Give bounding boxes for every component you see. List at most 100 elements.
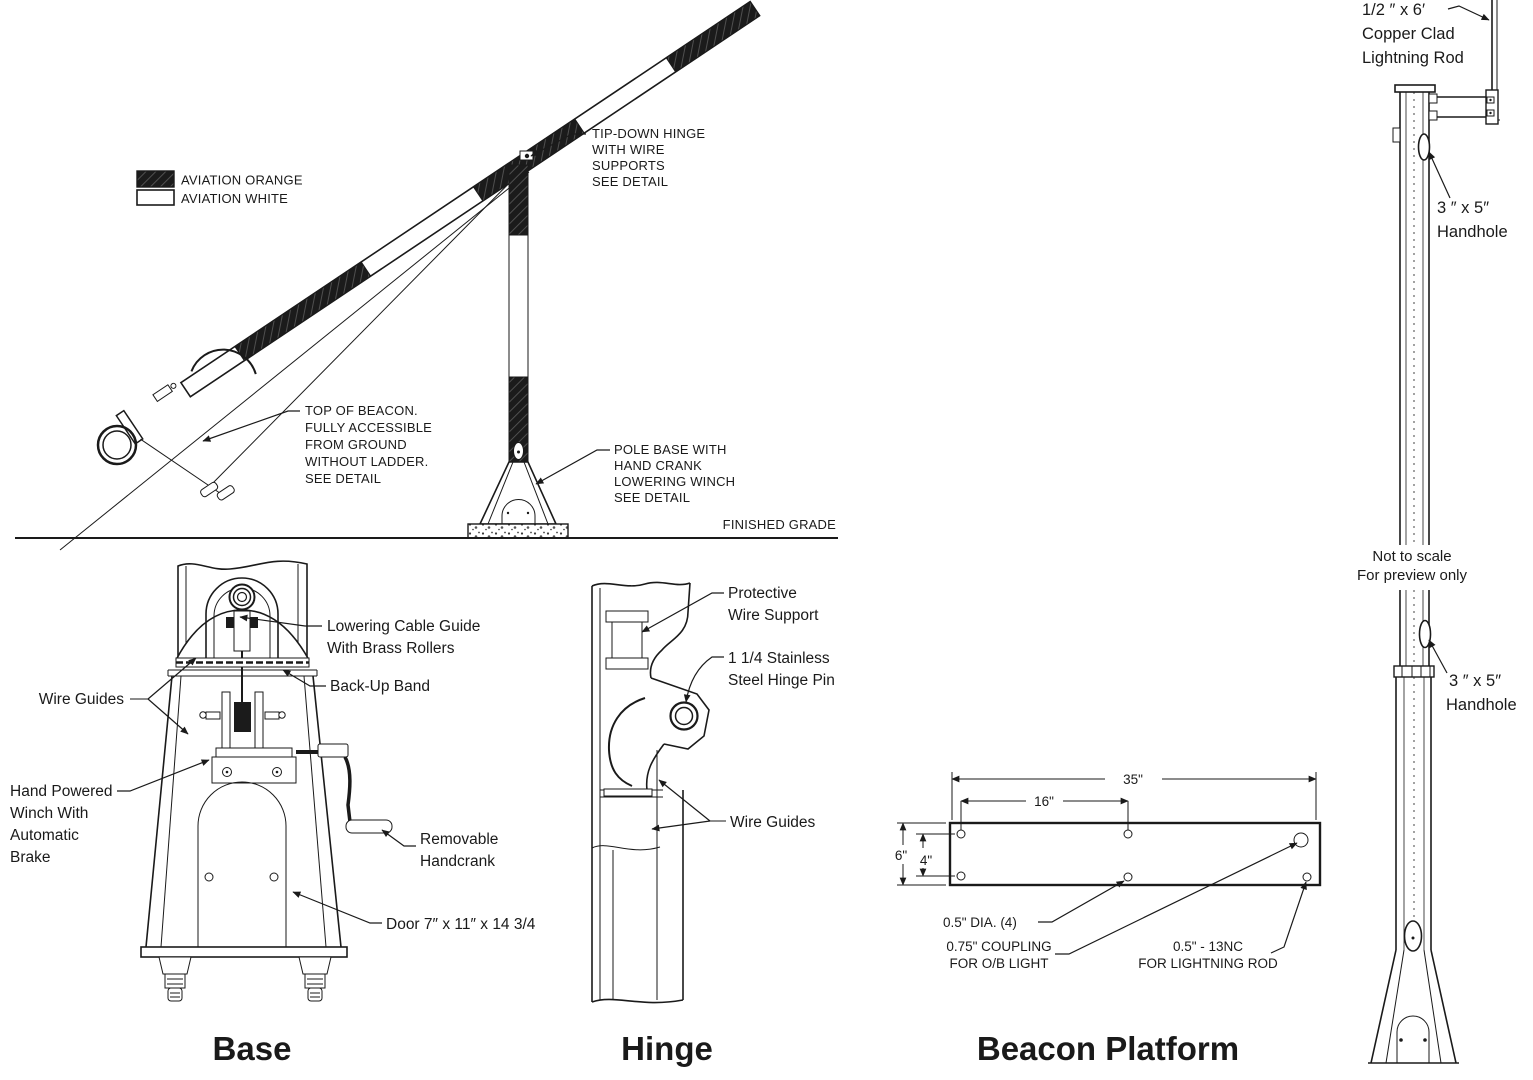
label-hinge-pin: 1 1/4 Stainless Steel Hinge Pin: [683, 650, 835, 703]
mid-break-line: [591, 845, 661, 851]
taper-inner-left: [160, 675, 182, 948]
label-text: 1 1/4 Stainless: [728, 650, 830, 667]
handhole-upper: [1417, 133, 1431, 161]
rod-bracket: [1428, 89, 1499, 125]
label-text: Handcrank: [420, 853, 495, 870]
winch-base-plate: [215, 747, 293, 758]
bolt-dot: [1489, 111, 1492, 115]
hinge-pivot-pin: [524, 153, 530, 159]
callout-text: POLE BASE WITH: [614, 442, 727, 457]
dim-text: 6": [895, 848, 908, 863]
dim-4: 4": [916, 833, 955, 877]
anchor-bolt-right: [298, 956, 332, 1002]
label-text: 0.75" COUPLING: [946, 939, 1051, 954]
label-door: Door 7″ x 11″ x 14 3/4: [292, 891, 536, 933]
label-text: FOR O/B LIGHT: [949, 956, 1048, 971]
label-text: Back-Up Band: [330, 678, 430, 695]
leader-line: [282, 669, 326, 687]
leader-line: [530, 133, 586, 157]
anchor-stud: [164, 973, 186, 989]
crank-grip: [317, 743, 349, 758]
beacon-collar: [115, 409, 144, 445]
pole-edge-right-upper: [649, 582, 691, 679]
label-text: Removable: [420, 831, 498, 848]
taper-inner-right: [303, 675, 327, 948]
hand-crank: [296, 743, 393, 834]
crank-arm: [343, 756, 352, 823]
leader-line: [1038, 880, 1125, 923]
white-band: [508, 234, 529, 378]
lower-pole: [467, 164, 569, 539]
platform-plate: [948, 821, 1322, 887]
base-door-arch: [501, 499, 536, 524]
dim-16: 16": [960, 794, 1129, 830]
platform-detail-view: 35" 16" 6" 4" 0.5" DIA.: [895, 772, 1322, 1067]
axle-right: [264, 711, 280, 720]
label-text: 0.5" DIA. (4): [943, 915, 1017, 930]
beacon-bolt: [200, 481, 219, 498]
label-hand-powered-winch: Hand Powered Winch With Automatic Brake: [10, 759, 210, 866]
leader-line: [535, 449, 610, 485]
platform-title: Beacon Platform: [977, 1030, 1239, 1067]
leader-line: [1428, 639, 1448, 674]
label-back-up-band: Back-Up Band: [282, 669, 430, 695]
anchor-nut: [298, 956, 332, 975]
anchor-tip: [307, 987, 323, 1002]
color-legend: AVIATION ORANGE AVIATION WHITE: [136, 170, 303, 206]
beacon-lens-ring-inner: [102, 430, 132, 460]
label-text: Handhole: [1437, 223, 1508, 241]
full-pole-view: 1/2 ″ x 6′ Copper Clad Lightning Rod: [1357, 0, 1517, 1064]
aviation-orange-swatch: [136, 170, 175, 188]
mount-bolt-dot: [275, 770, 279, 774]
callout-text: SEE DETAIL: [614, 490, 690, 505]
wire-guide-curve-2: [645, 743, 665, 791]
label-coupling: 0.75" COUPLING FOR O/B LIGHT: [946, 842, 1298, 971]
label-text: Lowering Cable Guide: [327, 618, 480, 635]
axle-left: [205, 711, 221, 720]
rod-mount: [1485, 89, 1499, 125]
callout-tip-down-hinge: TIP-DOWN HINGE WITH WIRE SUPPORTS SEE DE…: [530, 126, 705, 189]
label-text: Wire Support: [728, 607, 819, 624]
cable-eye: [170, 382, 177, 389]
base-door-outline: [197, 781, 287, 947]
hinge-detail-view: Protective Wire Support 1 1/4 Stainless …: [591, 581, 835, 1067]
label-text: Copper Clad: [1362, 25, 1455, 43]
winch-opening-dot: [517, 450, 520, 454]
beacon-bracket-line: [140, 438, 225, 497]
mount-bolt-dot: [225, 770, 229, 774]
mount-hole: [956, 829, 966, 839]
label-text: 3 ″ x 5″: [1449, 672, 1501, 690]
leader-line: [1447, 5, 1490, 21]
mount-hole: [956, 871, 966, 881]
callout-text: LOWERING WINCH: [614, 474, 735, 489]
dim-text: 4": [920, 853, 933, 868]
slip-joint: [1393, 665, 1435, 678]
door-dot: [1399, 1038, 1403, 1042]
leader-line: [202, 410, 300, 442]
brass-roller-inner: [236, 591, 248, 603]
label-text: Hand Powered: [10, 783, 113, 800]
label-text: Door 7″ x 11″ x 14 3/4: [386, 916, 536, 933]
handhole-lower: [1418, 619, 1432, 649]
callout-text: SEE DETAIL: [592, 174, 668, 189]
label-text: 0.5" - 13NC: [1173, 939, 1243, 954]
leader-line: [651, 820, 711, 832]
top-break-line: [591, 581, 691, 587]
leader-line: [683, 656, 724, 703]
cable-drum: [234, 702, 251, 732]
axle-nut-left: [199, 711, 207, 719]
wire-support-spool: [605, 610, 649, 670]
note-text: For preview only: [1357, 567, 1468, 584]
label-lowering-cable-guide: Lowering Cable Guide With Brass Rollers: [239, 614, 480, 657]
anchor-nut: [158, 956, 192, 975]
bracket-clip: [1428, 110, 1438, 121]
callout-pole-base: POLE BASE WITH HAND CRANK LOWERING WINCH…: [535, 442, 735, 505]
winch-plate-left: [221, 691, 231, 749]
taper-outer-left: [145, 675, 173, 948]
label-text: Automatic: [10, 827, 79, 844]
callout-text: SEE DETAIL: [305, 471, 381, 486]
leader-line: [117, 759, 210, 792]
winch-opening: [1403, 920, 1423, 952]
label-handhole-lower: 3 ″ x 5″ Handhole: [1428, 639, 1517, 714]
guide-bolt-left: [226, 617, 234, 628]
